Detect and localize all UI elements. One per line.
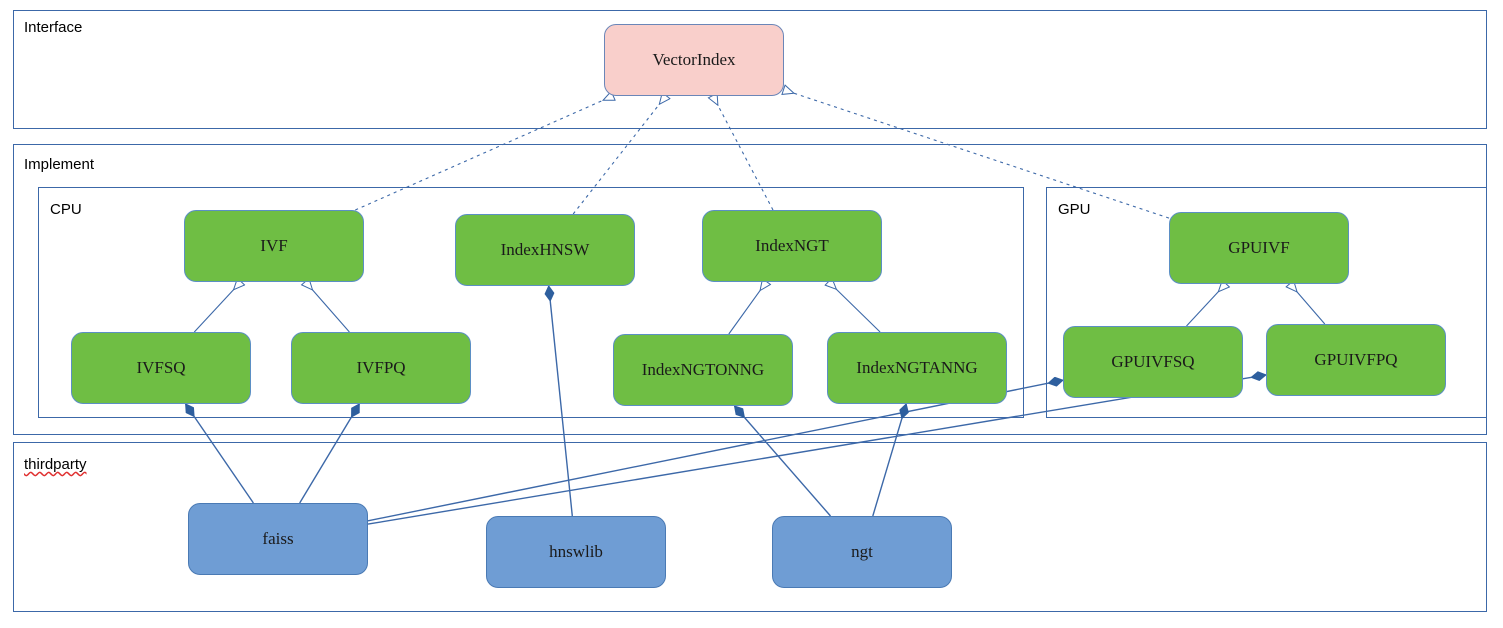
class-node-vectorindex[interactable]: VectorIndex <box>604 24 784 96</box>
class-node-gpuivfsq[interactable]: GPUIVFSQ <box>1063 326 1243 398</box>
class-node-label: IndexNGTONNG <box>641 359 765 379</box>
class-node-faiss[interactable]: faiss <box>188 503 368 575</box>
class-node-label: GPUIVFSQ <box>1111 351 1195 371</box>
class-node-indexngtanng[interactable]: IndexNGTANNG <box>827 332 1007 404</box>
class-node-label: IVFPQ <box>356 357 406 377</box>
class-node-indexngt[interactable]: IndexNGT <box>702 210 882 282</box>
class-node-label: VectorIndex <box>652 49 736 69</box>
container-label-cpu: CPU <box>50 201 82 218</box>
class-node-ivf[interactable]: IVF <box>184 210 364 282</box>
class-node-ivfsq[interactable]: IVFSQ <box>71 332 251 404</box>
class-node-gpuivfpq[interactable]: GPUIVFPQ <box>1266 324 1446 396</box>
class-node-label: IndexNGTANNG <box>856 357 978 377</box>
container-gpu <box>1046 187 1487 418</box>
class-node-indexhnsw[interactable]: IndexHNSW <box>455 214 635 286</box>
class-node-label: GPUIVFPQ <box>1314 349 1398 369</box>
class-node-label: IVFSQ <box>136 357 186 377</box>
class-node-ngt[interactable]: ngt <box>772 516 952 588</box>
class-node-label: IndexHNSW <box>500 239 590 259</box>
class-node-label: IVF <box>260 235 288 255</box>
container-label-gpu: GPU <box>1058 201 1091 218</box>
class-node-label: IndexNGT <box>755 235 829 255</box>
class-node-label: GPUIVF <box>1228 237 1290 257</box>
container-label-thirdparty: thirdparty <box>24 456 87 473</box>
container-label-implement: Implement <box>24 156 95 173</box>
class-node-gpuivf[interactable]: GPUIVF <box>1169 212 1349 284</box>
class-node-label: ngt <box>851 541 873 561</box>
class-node-ivfpq[interactable]: IVFPQ <box>291 332 471 404</box>
class-node-hnswlib[interactable]: hnswlib <box>486 516 666 588</box>
container-label-interface: Interface <box>24 19 83 36</box>
class-node-label: faiss <box>262 528 294 548</box>
class-node-indexngtonng[interactable]: IndexNGTONNG <box>613 334 793 406</box>
class-node-label: hnswlib <box>549 541 603 561</box>
